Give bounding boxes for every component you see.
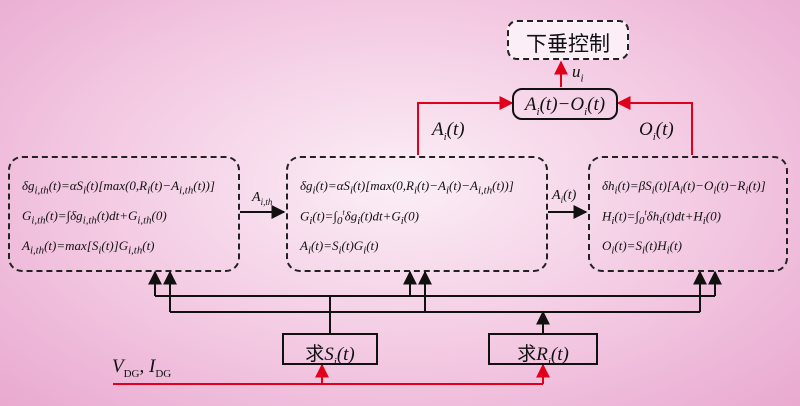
- right-eq1: δhi(t)=βSi(t)[Ai(t)−Oi(t)−Ri(t)]: [602, 178, 766, 197]
- left-block: δgi,th(t)=αSi(t)[max(0,Ri(t)−Ai,th(t))] …: [8, 156, 240, 272]
- label-o-to-combiner: Oi(t): [639, 119, 674, 143]
- label-a-to-combiner: Ai(t): [432, 119, 465, 143]
- output-signal-label: ui: [572, 62, 584, 85]
- input-signal-label: VDG, IDG: [112, 356, 172, 380]
- droop-control-label: 下垂控制: [526, 32, 610, 56]
- right-block: δhi(t)=βSi(t)[Ai(t)−Oi(t)−Ri(t)] Hi(t)=∫…: [588, 156, 788, 272]
- compute-r-box: 求Ri(t): [488, 333, 598, 368]
- droop-control-box: 下垂控制: [507, 20, 629, 60]
- mid-eq3: Ai(t)=Si(t)Gi(t): [300, 238, 379, 257]
- middle-block: δgi(t)=αSi(t)[max(0,Ri(t)−Ai(t)−Ai,th(t)…: [286, 156, 548, 272]
- label-mid-to-right: Ai(t): [552, 188, 577, 205]
- mid-eq2: Gi(t)=∫0tδgi(t)dt+Gi(0): [300, 208, 419, 227]
- compute-s-box: 求Si(t): [282, 333, 378, 368]
- combiner-label: Ai(t)−Oi(t): [524, 94, 606, 118]
- arrow-a-to-combiner: [417, 96, 514, 155]
- label-left-to-mid: Ai,th: [252, 190, 273, 207]
- mid-eq1: δgi(t)=αSi(t)[max(0,Ri(t)−Ai(t)−Ai,th(t)…: [300, 178, 514, 197]
- left-eq1: δgi,th(t)=αSi(t)[max(0,Ri(t)−Ai,th(t))]: [22, 178, 215, 197]
- right-eq2: Hi(t)=∫0tδhi(t)dt+Hi(0): [602, 208, 721, 227]
- left-eq3: Ai,th(t)=max[Si(t)]Gi,th(t): [22, 238, 155, 257]
- combiner-box: Ai(t)−Oi(t): [512, 88, 618, 120]
- arrow-o-to-combiner: [616, 96, 693, 155]
- left-eq2: Gi,th(t)=∫δgi,th(t)dt+Gi,th(0): [22, 208, 167, 227]
- compute-r-label: 求Ri(t): [517, 343, 569, 368]
- compute-s-label: 求Si(t): [305, 343, 355, 368]
- right-eq3: Oi(t)=Si(t)Hi(t): [602, 238, 682, 257]
